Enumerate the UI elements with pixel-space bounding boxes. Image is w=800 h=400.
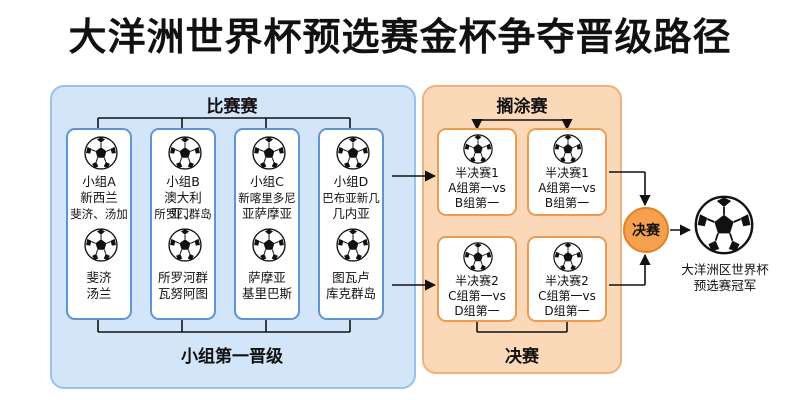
soccer-ball-icon xyxy=(463,242,493,272)
soccer-ball-icon xyxy=(84,136,118,170)
group-team: 库克群岛 xyxy=(325,286,376,301)
soccer-ball-icon xyxy=(252,136,286,170)
match-line: C组第一vs xyxy=(538,289,596,303)
group-team: 所罗门群岛 xyxy=(154,207,212,221)
semifinal-card-2b: 半决赛2 C组第一vs D组第一 xyxy=(527,236,607,322)
group-card-c: 小组C 新喀里多尼 亚萨摩亚 萨摩亚 基里巴斯 xyxy=(234,128,300,320)
group-team: 所罗河群 xyxy=(157,270,208,285)
champion-label: 大洋洲区世界杯 预选赛冠军 xyxy=(660,262,790,294)
group-name: 小组B xyxy=(166,174,200,189)
group-name: 小组A xyxy=(82,174,116,189)
group-team: 斐济 xyxy=(86,270,112,285)
match-line: A组第一vs xyxy=(538,181,596,195)
soccer-ball-icon xyxy=(463,134,493,164)
soccer-ball-icon xyxy=(336,136,370,170)
group-team: 斐济、汤加 xyxy=(70,207,128,221)
match-name: 半决赛2 xyxy=(545,274,589,288)
soccer-ball-icon xyxy=(336,228,370,262)
champion-soccer-ball-icon xyxy=(694,195,754,255)
match-line: D组第一 xyxy=(544,304,590,318)
final-node: 决赛 xyxy=(623,207,669,253)
match-line: D组第一 xyxy=(454,304,500,318)
group-name: 小组D xyxy=(333,174,369,189)
soccer-ball-icon xyxy=(84,228,118,262)
champion-line-2: 预选赛冠军 xyxy=(693,278,757,293)
match-name: 半决赛2 xyxy=(455,274,499,288)
group-team: 瓦努阿图 xyxy=(157,286,208,301)
group-name: 小组C xyxy=(250,174,284,189)
match-name: 半决赛1 xyxy=(545,166,589,180)
match-line: B组第一 xyxy=(454,196,500,210)
soccer-ball-icon xyxy=(168,228,202,262)
soccer-ball-icon xyxy=(252,228,286,262)
group-stage-bottom-label: 小组第一晋级 xyxy=(181,347,283,367)
semifinal-card-1a: 半决赛1 A组第一vs B组第一 xyxy=(437,128,517,216)
soccer-ball-icon xyxy=(553,242,583,272)
group-team: 几内亚 xyxy=(332,206,370,221)
group-card-b: 小组B 澳大利亚、 所罗门群岛 所罗河群 瓦努阿图 xyxy=(150,128,216,320)
match-line: A组第一vs xyxy=(448,181,506,195)
semifinal-card-2a: 半决赛2 C组第一vs D组第一 xyxy=(437,236,517,322)
soccer-ball-icon xyxy=(553,134,583,164)
soccer-ball-icon xyxy=(168,136,202,170)
match-line: C组第一vs xyxy=(448,289,506,303)
group-team: 基里巴斯 xyxy=(241,286,292,301)
group-stage-label: 比赛赛 xyxy=(206,97,258,117)
group-team: 新喀里多尼 xyxy=(238,191,296,205)
knockout-label: 搁涂赛 xyxy=(496,97,548,117)
group-team: 澳大利亚、 xyxy=(164,190,202,221)
match-line: B组第一 xyxy=(544,196,590,210)
match-name: 半决赛1 xyxy=(455,166,499,180)
champion-line-1: 大洋洲区世界杯 xyxy=(681,262,769,277)
semifinal-card-1b: 半决赛1 A组第一vs B组第一 xyxy=(527,128,607,216)
group-team: 亚萨摩亚 xyxy=(241,206,292,221)
group-card-a: 小组A 新西兰 斐济、汤加 斐济 汤兰 xyxy=(66,128,132,320)
group-team: 汤兰 xyxy=(86,286,112,301)
group-card-d: 小组D 巴布亚新几 几内亚 图瓦卢 库克群岛 xyxy=(318,128,384,320)
group-team: 新西兰 xyxy=(80,190,118,205)
group-team: 萨摩亚 xyxy=(248,270,286,285)
page-title: 大洋洲世界杯预选赛金杯争夺晋级路径 xyxy=(68,15,732,59)
group-team: 巴布亚新几 xyxy=(322,191,380,205)
knockout-bottom-label: 决赛 xyxy=(505,347,539,367)
group-team: 图瓦卢 xyxy=(332,270,370,285)
